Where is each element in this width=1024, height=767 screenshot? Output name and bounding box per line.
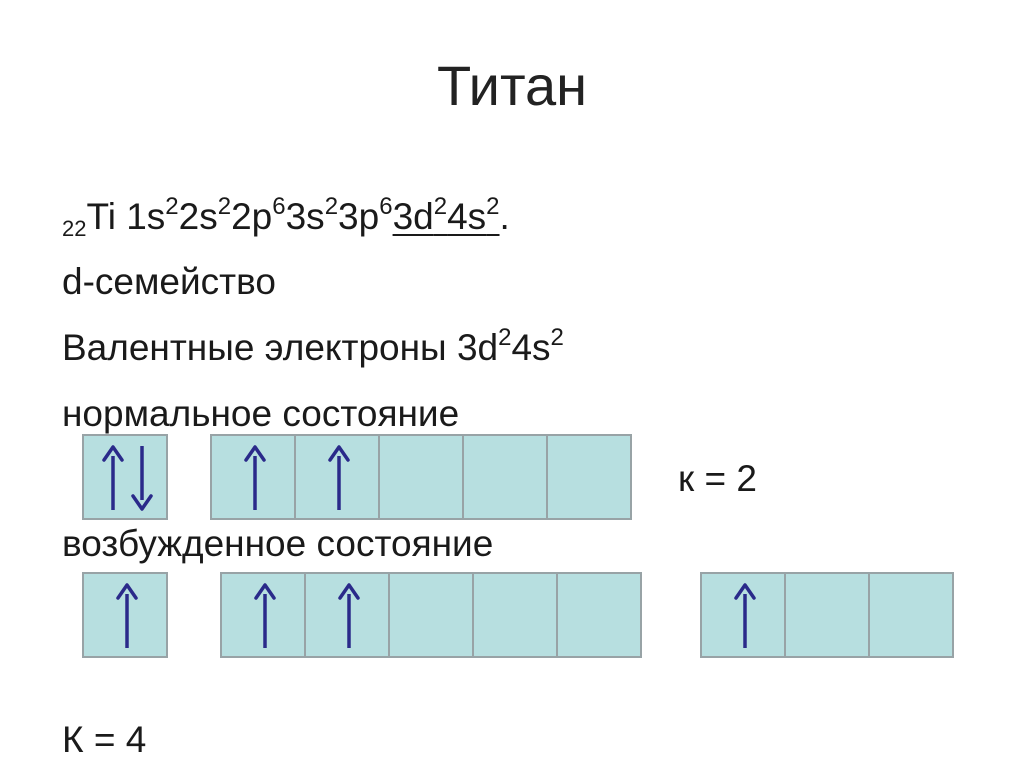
orbital-cell [220,572,306,658]
excited-p-orbital [700,572,954,658]
normal-state-label: нормальное состояние [62,393,460,434]
config-electrons-3d: 2 [433,193,448,220]
config-electrons-3p: 6 [379,193,393,220]
config-end: . [499,196,510,237]
config-orbital-3d: 3d [392,196,434,237]
valence-electrons: Валентные электроны 3d24s2 [62,326,564,368]
valence-orbital-1: 3d [456,327,499,368]
spin-up-arrow-icon [338,583,360,648]
orbital-cell [868,572,954,658]
element-family: d-семейство [62,261,276,302]
spin-up-arrow-icon [254,583,276,648]
config-orbital-1s: 1s [126,196,166,237]
orbital-cell [546,434,632,520]
config-orbital-3s: 3s [285,196,325,237]
normal-valence-count: к = 2 [678,458,757,499]
spin-up-arrow-icon [734,583,756,648]
orbital-cell [82,572,168,658]
normal-s-orbital [82,434,168,520]
orbital-cell [700,572,786,658]
excited-valence-count: К = 4 [62,719,147,760]
config-electrons-2s: 2 [217,193,232,220]
orbital-cell [294,434,380,520]
orbital-cell [472,572,558,658]
excited-s-orbital [82,572,168,658]
spin-up-arrow-icon [328,445,350,510]
config-orbital-3p: 3p [338,196,380,237]
spin-up-arrow-icon [244,445,266,510]
config-valence-underlined: 3d24s2 [392,193,500,237]
orbital-cell [556,572,642,658]
orbital-cell [388,572,474,658]
normal-d-orbital [210,434,632,520]
orbital-cell [304,572,390,658]
config-electrons-2p: 6 [272,193,286,220]
valence-electrons-1: 2 [498,324,512,351]
valence-electrons-2: 2 [550,324,564,351]
spin-up-arrow-icon [116,583,138,648]
valence-orbital-2: 4s [511,327,551,368]
config-orbital-2p: 2p [231,196,273,237]
spin-up-arrow-icon [102,445,124,510]
slide-title: Титан [436,54,588,117]
config-prefix: 1s22s22p63s23p6 [126,193,393,237]
electron-configuration: 22Ti 1s22s22p63s23p63d24s2. [62,193,510,240]
orbital-cell [378,434,464,520]
config-electrons-4s: 2 [486,193,500,220]
excited-d-orbital [220,572,642,658]
excited-state-label: возбужденное состояние [62,523,494,564]
config-orbital-4s: 4s [447,196,487,237]
valence-label: Валентные электроны [62,327,447,368]
config-orbital-2s: 2s [178,196,218,237]
orbital-cell [82,434,168,520]
config-electrons-1s: 2 [165,193,179,220]
config-electrons-3s: 2 [324,193,339,220]
orbital-cell [210,434,296,520]
orbital-cell [462,434,548,520]
orbital-cell [784,572,870,658]
atomic-number: 22 [62,216,87,241]
spin-down-arrow-icon [131,446,153,511]
element-symbol: Ti [86,196,116,237]
